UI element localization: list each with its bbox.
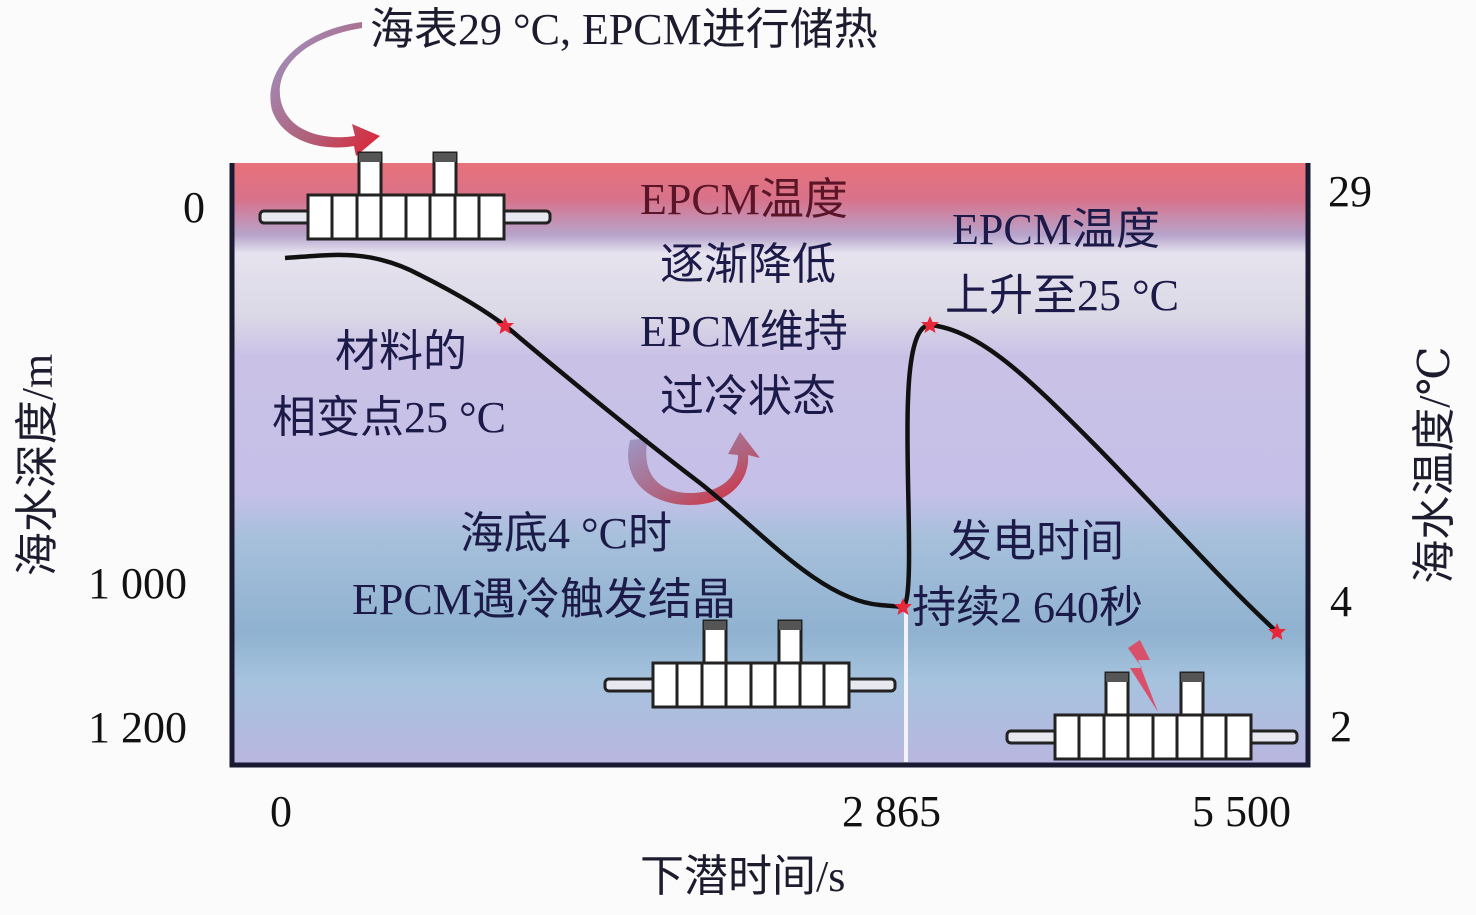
power-label-1: 发电时间 (948, 517, 1124, 566)
surface-arrow-icon (270, 22, 380, 156)
time-tick-0: 0 (270, 787, 292, 836)
lightning-icon (1128, 640, 1158, 712)
surface-note: 海表29 °C, EPCM进行储热 (370, 5, 878, 54)
rise-label-2: 上升至25 °C (945, 271, 1179, 320)
cooling-label-2: 逐渐降低 (660, 240, 836, 289)
phase-label-2: 相变点25 °C (272, 393, 506, 442)
crystallize-arrow-icon (628, 432, 760, 505)
supercool-label-1: EPCM维持 (640, 307, 848, 356)
rise-label-1: EPCM温度 (952, 205, 1160, 254)
power-label-2: 持续2 640秒 (912, 583, 1143, 632)
depth-tick-1200: 1 200 (88, 703, 187, 752)
x-axis-label: 下潜时间/s (640, 852, 846, 901)
right-axis-label: 海水温度/℃ (1410, 346, 1459, 584)
cooling-label-1: EPCM温度 (640, 175, 848, 224)
phase-label-1: 材料的 (335, 327, 467, 376)
left-axis-label: 海水深度/m (13, 353, 62, 577)
temp-tick-4: 4 (1330, 577, 1352, 626)
seabed-label-2: EPCM遇冷触发结晶 (352, 575, 736, 624)
seabed-label-1: 海底4 °C时 (460, 509, 672, 558)
plot-frame (229, 163, 1311, 768)
time-tick-2865: 2 865 (842, 787, 941, 836)
depth-tick-1000: 1 000 (88, 559, 187, 608)
depth-tick-0: 0 (183, 183, 205, 232)
temp-tick-29: 29 (1328, 167, 1372, 216)
supercool-label-2: 过冷状态 (660, 372, 836, 421)
time-tick-5500: 5 500 (1192, 787, 1291, 836)
temp-tick-2: 2 (1330, 702, 1352, 751)
